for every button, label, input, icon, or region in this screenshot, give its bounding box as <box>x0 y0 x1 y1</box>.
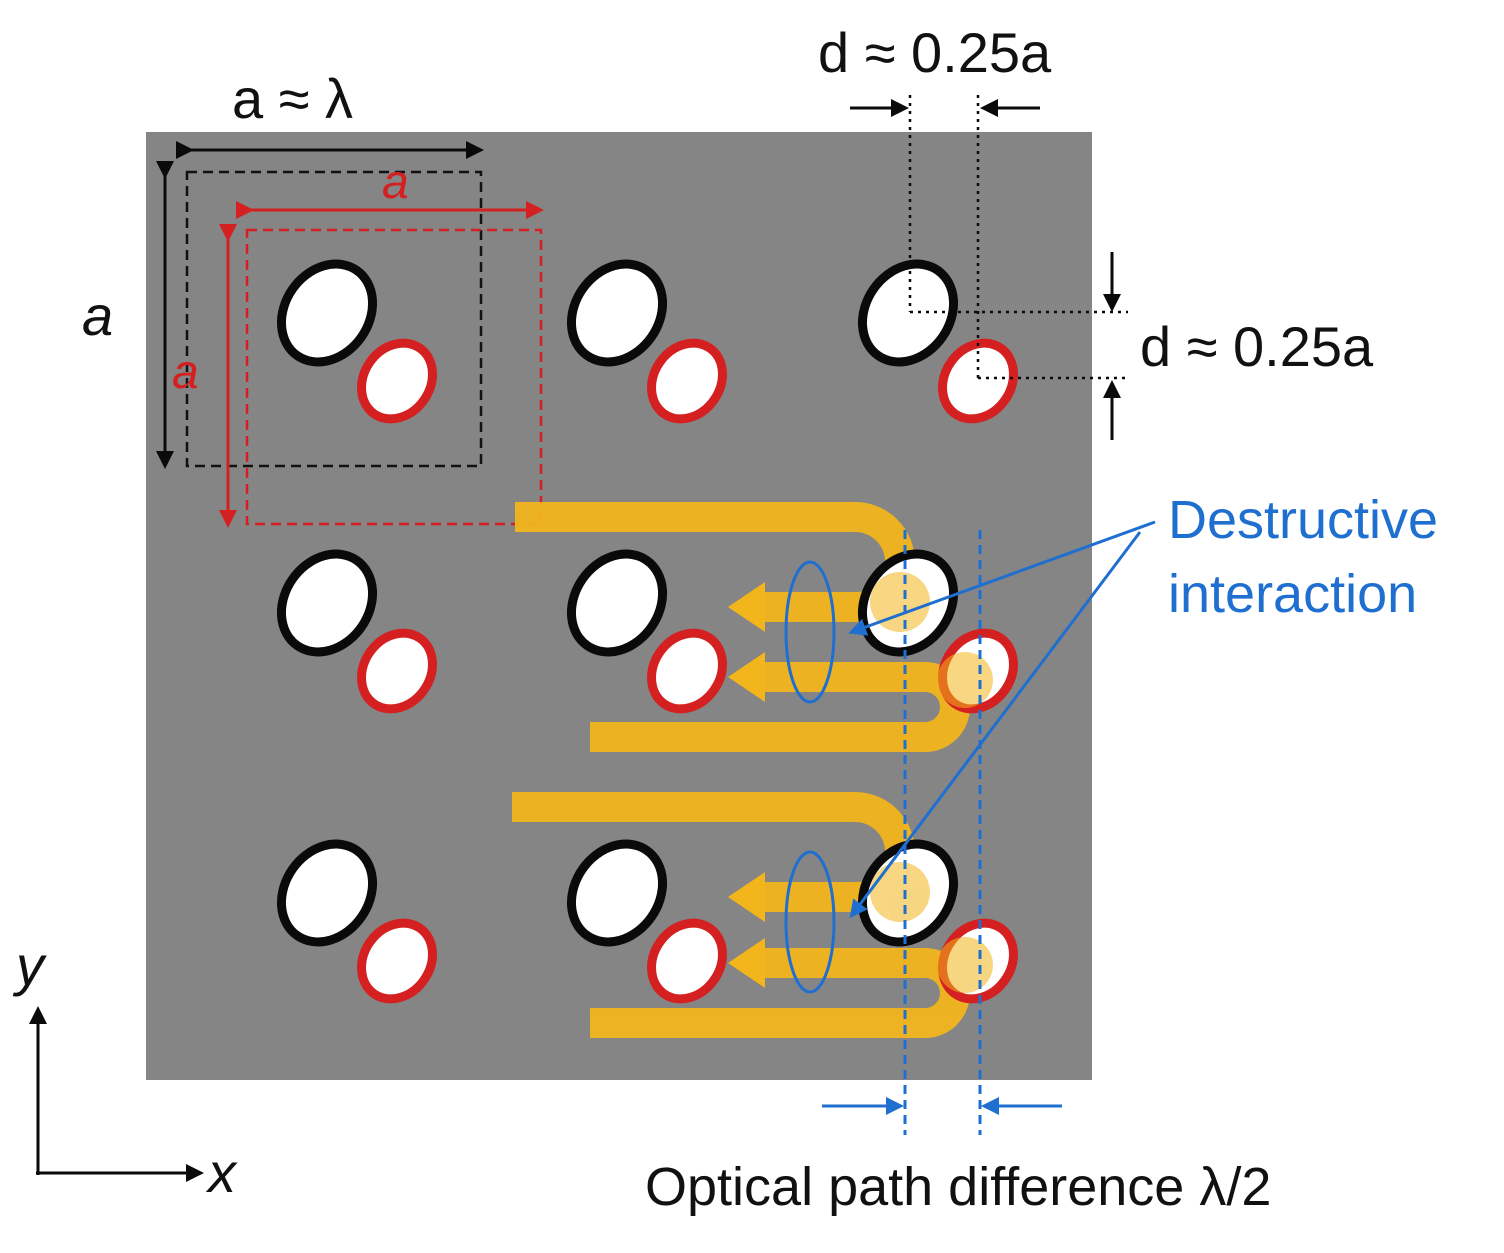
hole-black <box>566 839 668 947</box>
hole-red <box>357 918 437 1004</box>
shift-guides <box>908 95 1128 380</box>
red-cell-left-label: a <box>172 346 199 399</box>
axis-y-label: y <box>12 934 47 997</box>
destructive-label-line2: interaction <box>1168 564 1417 624</box>
shift-x-label: d ≈ 0.25a <box>818 21 1052 84</box>
hole-red <box>357 338 437 424</box>
unit-cell-black <box>185 170 483 468</box>
hole-red <box>647 338 727 424</box>
interaction-loop-upper <box>784 560 836 704</box>
shift-y-label: d ≈ 0.25a <box>1140 315 1374 378</box>
hole-lattice <box>276 259 1018 1004</box>
wave-arrowhead <box>728 652 765 702</box>
hole-red <box>647 628 727 714</box>
wave-arrowhead <box>728 872 765 922</box>
axes <box>29 1006 204 1182</box>
red-cell-top-label: a <box>382 156 409 209</box>
axis-x-label: x <box>205 1141 238 1204</box>
lattice-const-top-label: a ≈ λ <box>232 67 353 130</box>
hole-red <box>647 918 727 1004</box>
hole-black <box>276 549 378 657</box>
interaction-loops <box>784 560 836 994</box>
hole-black <box>566 259 668 367</box>
destructive-callouts <box>848 520 1156 919</box>
optical-path-label: Optical path difference λ/2 <box>645 1157 1271 1217</box>
hole-black <box>276 839 378 947</box>
hole-black <box>276 259 378 367</box>
hole-red <box>357 628 437 714</box>
wave-arrowhead <box>728 582 765 632</box>
hole-black <box>566 549 668 657</box>
wave-overlays <box>870 572 993 993</box>
hole-red <box>938 338 1018 424</box>
hole-black <box>857 259 959 367</box>
destructive-label-line1: Destructive <box>1168 490 1438 550</box>
wave-arrowheads <box>728 582 765 988</box>
wave-arrowhead <box>728 938 765 988</box>
lattice-const-left-label: a <box>82 284 113 347</box>
interaction-loop-lower <box>784 850 836 994</box>
unit-cell-red <box>245 228 543 526</box>
